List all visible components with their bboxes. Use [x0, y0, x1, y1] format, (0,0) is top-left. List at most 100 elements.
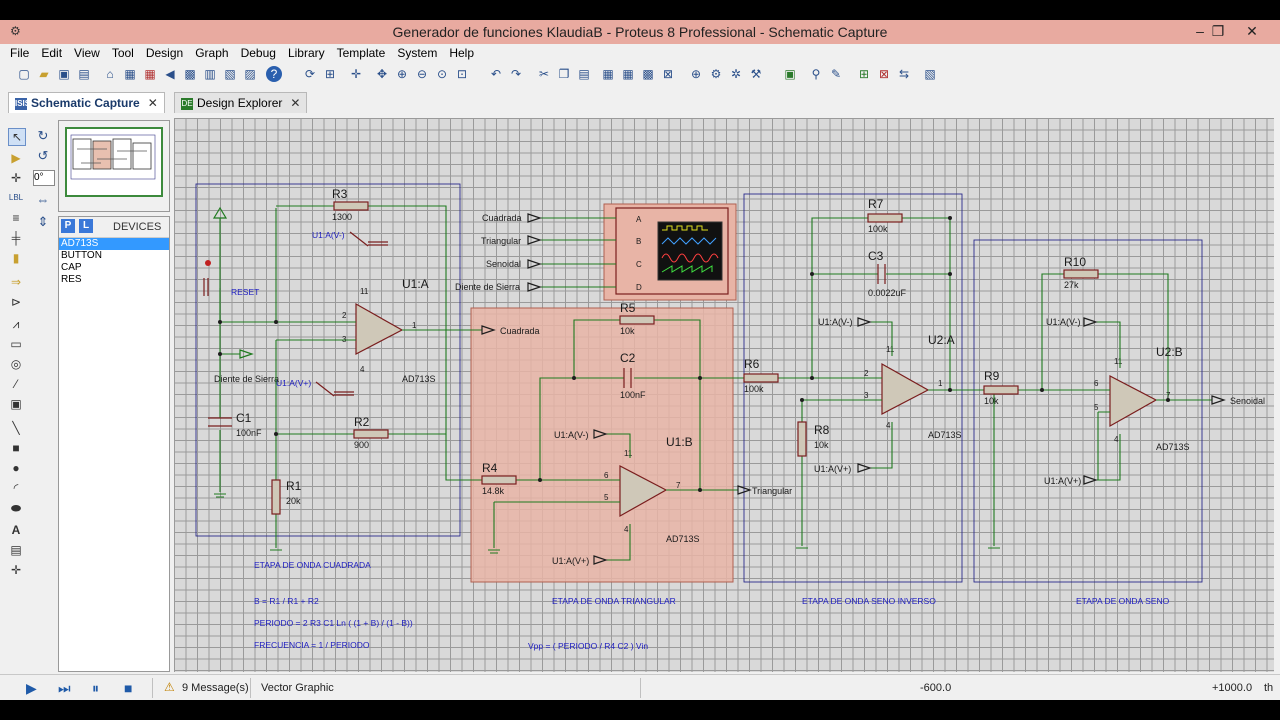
pan-icon[interactable]: ✥ — [376, 67, 388, 81]
mirror-horizontal-icon[interactable]: ⇔ — [36, 192, 50, 207]
generator-icon[interactable]: ◎ — [10, 357, 22, 371]
schematic-canvas[interactable]: .w { stroke:#1e7a1e; stroke-width:1.1; f… — [174, 118, 1274, 672]
resistor-r1[interactable] — [271, 479, 281, 515]
undo-icon[interactable]: ↶ — [490, 67, 502, 81]
pick-devices-button[interactable]: P — [61, 219, 75, 233]
source-icon[interactable]: ▧ — [224, 67, 236, 81]
resistor-r7[interactable] — [867, 213, 903, 223]
menu-help[interactable]: Help — [449, 46, 475, 60]
device-item[interactable]: AD713S — [59, 238, 169, 250]
warning-icon[interactable]: ⚠ — [164, 680, 175, 694]
resistor-r5[interactable] — [619, 315, 655, 325]
redo-icon[interactable]: ↷ — [510, 67, 522, 81]
minimize-button[interactable]: ‒ — [1196, 23, 1204, 39]
play-icon[interactable]: ▶ — [26, 680, 37, 696]
device-item[interactable]: CAP — [61, 262, 82, 273]
menu-file[interactable]: File — [10, 46, 30, 60]
resistor-r4[interactable] — [481, 475, 517, 485]
cut-icon[interactable]: ✂ — [538, 67, 550, 81]
virtual-instrument-icon[interactable]: ▣ — [10, 397, 22, 411]
menu-tool[interactable]: Tool — [111, 46, 134, 60]
remove-sheet-icon[interactable]: ⊠ — [878, 67, 890, 81]
text-script-icon[interactable]: ≡ — [12, 211, 20, 225]
new-file-icon[interactable]: ▢ — [18, 67, 30, 81]
opamp-u1b[interactable] — [619, 465, 668, 518]
opamp-u1a[interactable] — [355, 302, 404, 355]
bom-icon[interactable]: ▥ — [204, 67, 216, 81]
resistor-r9[interactable] — [983, 385, 1019, 395]
packaging-icon[interactable]: ✲ — [730, 67, 742, 81]
block-delete-icon[interactable]: ⊠ — [662, 67, 674, 81]
tab-schematic-capture[interactable]: ISISSchematic Capture✕ — [8, 92, 165, 113]
close-tab-icon[interactable]: ✕ — [290, 96, 301, 110]
opamp-u2a[interactable] — [881, 362, 930, 415]
component-mode-icon[interactable]: ▶ — [11, 151, 21, 165]
symbol-icon[interactable]: ▤ — [10, 543, 22, 557]
text-icon[interactable]: A — [11, 523, 21, 537]
restore-button[interactable]: ❐ — [1211, 23, 1225, 39]
resistor-r8[interactable] — [797, 421, 807, 457]
junction-dot-icon[interactable]: ✛ — [10, 171, 22, 185]
schematic-icon[interactable]: ▦ — [124, 67, 136, 81]
resistor-r2[interactable] — [353, 429, 389, 439]
menu-debug[interactable]: Debug — [240, 46, 276, 60]
import-icon[interactable]: ▤ — [78, 67, 90, 81]
netlist-icon[interactable]: ▧ — [924, 67, 936, 81]
app-menu-icon[interactable]: ⚙ — [10, 24, 21, 38]
grid-icon[interactable]: ⊞ — [324, 67, 336, 81]
zoom-all-icon[interactable]: ⊙ — [436, 67, 448, 81]
mirror-vertical-icon[interactable]: ⇕ — [37, 214, 49, 229]
home-icon[interactable]: ⌂ — [106, 67, 114, 81]
block-copy-icon[interactable]: ▦ — [602, 67, 614, 81]
menu-system[interactable]: System — [397, 46, 438, 60]
resistor-r10[interactable] — [1063, 269, 1099, 279]
bus-icon[interactable]: ╪ — [11, 231, 21, 245]
library-manager-button[interactable]: L — [79, 219, 93, 233]
3d-icon[interactable]: ▩ — [184, 67, 196, 81]
help-icon[interactable]: ? — [266, 66, 282, 82]
menu-template[interactable]: Template — [336, 46, 386, 60]
pcb-icon[interactable]: ▦ — [144, 67, 156, 81]
pause-icon[interactable]: ⏸ — [92, 680, 99, 696]
wire-label-icon[interactable]: LBL — [8, 193, 24, 202]
refresh-icon[interactable]: ⟳ — [304, 67, 316, 81]
menu-design[interactable]: Design — [145, 46, 184, 60]
paste-icon[interactable]: ▤ — [578, 67, 590, 81]
save-icon[interactable]: ▣ — [58, 67, 70, 81]
make-device-icon[interactable]: ⚙ — [710, 67, 722, 81]
menu-library[interactable]: Library — [287, 46, 325, 60]
device-pin-icon[interactable]: ⊳ — [10, 295, 22, 309]
marker-icon[interactable]: ✛ — [10, 563, 22, 577]
voltage-probe-icon[interactable]: ⁄ — [14, 377, 17, 391]
zoom-area-icon[interactable]: ⊡ — [456, 67, 468, 81]
circle-icon[interactable]: ● — [12, 461, 20, 475]
opamp-u2b[interactable] — [1109, 375, 1158, 428]
block-rotate-icon[interactable]: ▩ — [642, 67, 654, 81]
messages-count[interactable]: 9 Message(s) — [182, 682, 249, 694]
path-icon[interactable]: ⬬ — [10, 501, 22, 515]
zoom-in-icon[interactable]: ⊕ — [396, 67, 408, 81]
pick-device-icon[interactable]: ⊕ — [690, 67, 702, 81]
menu-edit[interactable]: Edit — [41, 46, 63, 60]
resistor-r6[interactable] — [743, 373, 779, 383]
stop-icon[interactable]: ■ — [124, 680, 133, 696]
new-sheet-icon[interactable]: ⊞ — [858, 67, 870, 81]
resistor-r3[interactable] — [333, 201, 369, 211]
search-icon[interactable]: ⚲ — [811, 67, 821, 81]
decompose-icon[interactable]: ⚒ — [750, 67, 762, 81]
oscilloscope[interactable]: A B C D Cuadrada Triangular Senoidal Die… — [455, 207, 729, 295]
copy-icon[interactable]: ❐ — [558, 67, 570, 81]
origin-icon[interactable]: ✛ — [350, 67, 362, 81]
rotation-angle-field[interactable]: 0° — [33, 170, 55, 186]
arc-icon[interactable]: ◜ — [13, 481, 19, 495]
tape-recorder-icon[interactable]: ▭ — [10, 337, 22, 351]
line-icon[interactable]: ╲ — [12, 421, 20, 435]
rotate-anticlockwise-icon[interactable]: ↺ — [37, 148, 49, 163]
menu-view[interactable]: View — [74, 46, 100, 60]
device-item[interactable]: RES — [61, 274, 82, 285]
menu-graph[interactable]: Graph — [195, 46, 229, 60]
box-icon[interactable]: ■ — [12, 441, 20, 455]
exit-to-parent-icon[interactable]: ⇆ — [898, 67, 910, 81]
close-button[interactable]: ✕ — [1246, 23, 1258, 39]
